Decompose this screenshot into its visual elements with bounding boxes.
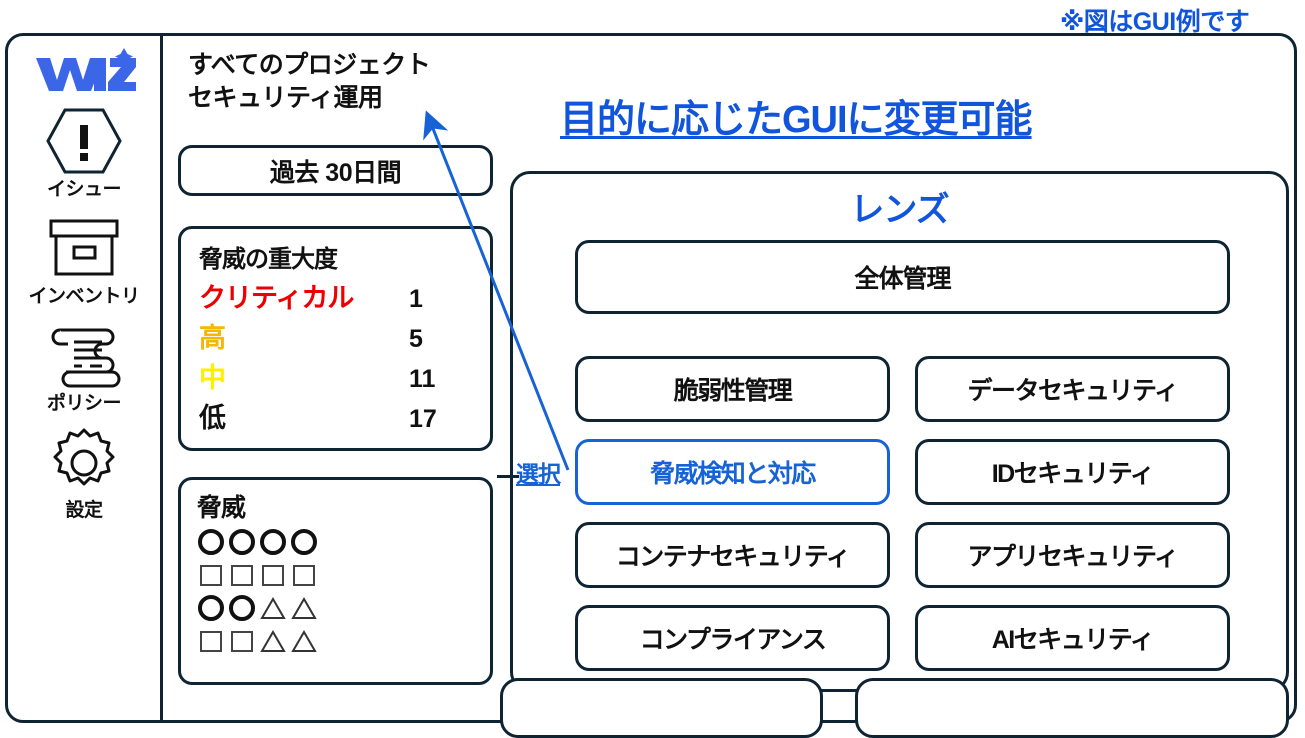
lens-button-label: 全体管理: [854, 265, 951, 293]
lens-button[interactable]: AIセキュリティ: [915, 605, 1230, 671]
sidebar-item-issues[interactable]: イシュー: [45, 104, 123, 201]
select-leader-line: [497, 475, 519, 478]
lens-button-label: IDセキュリティ: [991, 460, 1155, 488]
severity-count: 1: [409, 285, 423, 313]
lens-button[interactable]: 脆弱性管理: [575, 356, 890, 422]
lens-button[interactable]: コンテナセキュリティ: [575, 522, 890, 588]
square-icon: [197, 561, 225, 594]
severity-label: 低: [199, 403, 226, 433]
severity-row: 低 17: [199, 396, 472, 436]
threat-shape-row: [197, 594, 474, 627]
gui-example-note: ※図はGUI例です: [1060, 8, 1250, 36]
sidebar-divider: [160, 33, 163, 723]
threats-shape-rows: [197, 528, 474, 660]
lens-button[interactable]: IDセキュリティ: [915, 439, 1230, 505]
circle-icon: [197, 594, 225, 627]
sidebar: イシュー インベントリ: [8, 36, 160, 720]
bottom-card-left-partial: [500, 678, 823, 738]
sidebar-item-label: ポリシー: [46, 393, 122, 414]
circle-icon: [259, 528, 287, 561]
select-annotation-label: 選択: [516, 461, 561, 487]
lens-button-label: コンテナセキュリティ: [615, 543, 851, 571]
sidebar-item-label: インベントリ: [28, 286, 140, 307]
severity-count: 5: [409, 325, 423, 353]
lens-button-label: アプリセキュリティ: [967, 543, 1179, 571]
threat-severity-title: 脅威の重大度: [199, 246, 338, 273]
lens-button-overall-management[interactable]: 全体管理: [575, 240, 1230, 314]
section-title: セキュリティ運用: [188, 84, 383, 112]
circle-icon: [197, 528, 225, 561]
slide-canvas: ※図はGUI例です イシュー: [5, 8, 1297, 738]
page-title: すべてのプロジェクト セキュリティ運用: [188, 49, 431, 115]
square-icon: [259, 561, 287, 594]
lens-button[interactable]: アプリセキュリティ: [915, 522, 1230, 588]
lens-button-grid: 脆弱性管理 データセキュリティ脅威検知と対応 IDセキュリティコンテナセキュリティ ア…: [575, 356, 1230, 671]
threats-title: 脅威: [197, 494, 246, 522]
bottom-card-right-partial: [855, 678, 1289, 738]
project-scope: すべてのプロジェクト: [188, 51, 431, 79]
lens-button[interactable]: コンプライアンス: [575, 605, 890, 671]
lens-button-selected[interactable]: 脅威検知と対応: [575, 439, 890, 505]
sidebar-item-label: イシュー: [46, 179, 122, 200]
lens-panel-title: レンズ: [850, 191, 949, 229]
threat-shape-row: [197, 561, 474, 594]
lens-button-label: コンプライアンス: [639, 626, 827, 654]
sidebar-item-label: 設定: [65, 500, 103, 521]
box-icon: [45, 211, 123, 285]
scroll-icon: [44, 318, 124, 392]
circle-icon: [228, 594, 256, 627]
severity-count: 17: [409, 405, 437, 433]
sidebar-item-policy[interactable]: ポリシー: [44, 318, 124, 415]
square-icon: [228, 561, 256, 594]
alert-hexagon-icon: [45, 104, 123, 178]
severity-label: クリティカル: [199, 283, 354, 313]
square-icon: [290, 561, 318, 594]
circle-icon: [228, 528, 256, 561]
period-filter-label: 過去 30日間: [269, 158, 402, 187]
severity-label: 高: [199, 323, 226, 353]
callout-heading: 目的に応じたGUIに変更可能: [560, 99, 1033, 141]
lens-button-label: データセキュリティ: [967, 377, 1179, 405]
severity-label: 中: [199, 363, 226, 393]
square-icon: [197, 627, 225, 660]
threat-shape-row: [197, 528, 474, 561]
triangle-icon: [259, 627, 287, 660]
lens-button-label: 脆弱性管理: [673, 377, 793, 405]
severity-count: 11: [409, 365, 436, 393]
sidebar-item-settings[interactable]: 設定: [46, 425, 122, 522]
wiz-logo-icon: [36, 48, 136, 91]
square-icon: [228, 627, 256, 660]
circle-icon: [290, 528, 318, 561]
lens-button-label: AIセキュリティ: [991, 626, 1155, 654]
lens-panel: レンズ 全体管理 脆弱性管理 データセキュリティ脅威検知と対応 IDセキュリティコン…: [510, 171, 1289, 692]
gear-icon: [46, 425, 122, 499]
wiz-logo[interactable]: [8, 48, 160, 94]
lens-button-label: 脅威検知と対応: [650, 460, 816, 488]
lens-button[interactable]: データセキュリティ: [915, 356, 1230, 422]
severity-row: 中 11: [199, 356, 472, 396]
triangle-icon: [259, 594, 287, 627]
triangle-icon: [290, 627, 318, 660]
triangle-icon: [290, 594, 318, 627]
period-filter-button[interactable]: 過去 30日間: [178, 145, 493, 196]
sidebar-item-inventory[interactable]: インベントリ: [28, 211, 140, 308]
threats-card: 脅威: [178, 477, 493, 685]
severity-row: クリティカル 1: [199, 276, 472, 316]
threat-shape-row: [197, 627, 474, 660]
